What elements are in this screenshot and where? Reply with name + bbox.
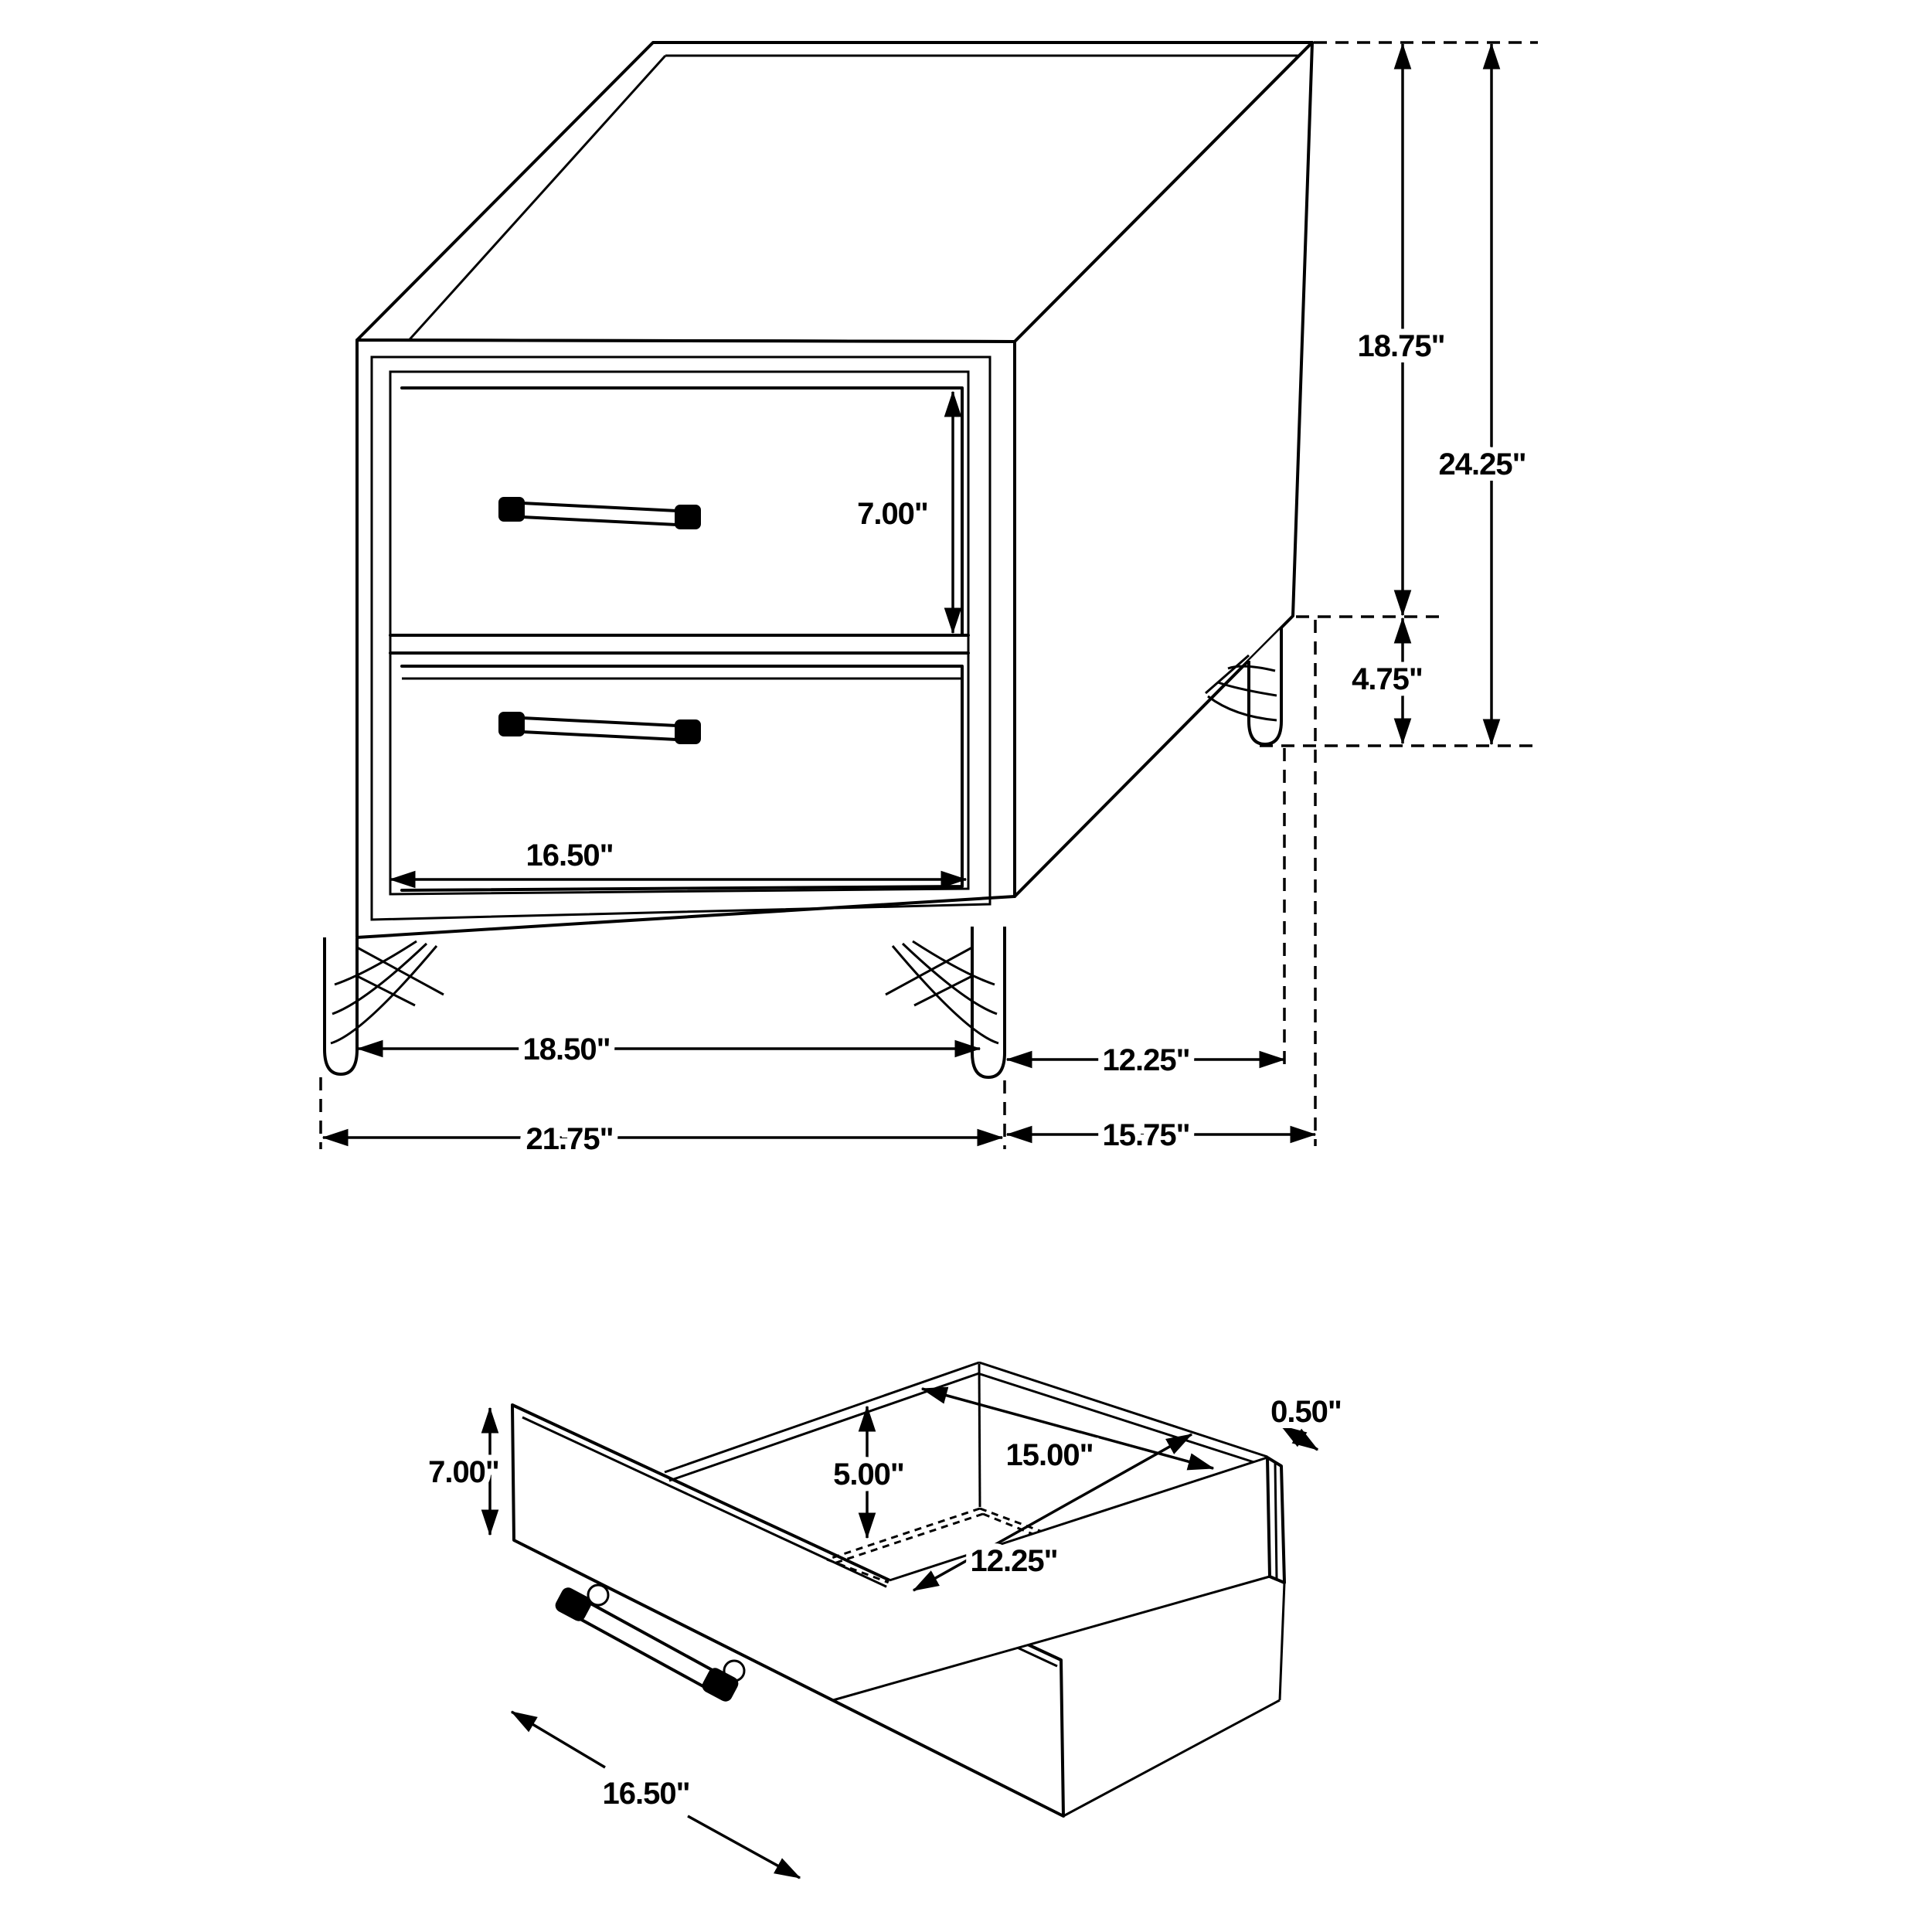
dimension-label-overall-height: 24.25" — [1438, 447, 1526, 481]
drawer-panel-handle[interactable] — [554, 1583, 746, 1703]
dimension-label-leg-height: 4.75" — [1352, 662, 1423, 696]
dimension-label-interior-depth: 5.00" — [833, 1458, 904, 1492]
dimension-label-interior-width: 12.25" — [970, 1544, 1057, 1578]
drawer-front-bottom[interactable] — [400, 665, 964, 892]
dimension-label-overall-width: 21.75" — [526, 1122, 613, 1156]
drawer-box-rails — [664, 1361, 1268, 1508]
nightstand-front-face — [355, 338, 1016, 939]
drawer-handle-top[interactable] — [498, 497, 701, 529]
nightstand-figure: 7.00" 16.50" 18.50" 21.75" 12.25" 15.75"… — [319, 41, 1538, 1162]
nightstand-legs — [323, 628, 1283, 1079]
dimension-label-drawer-width: 16.50" — [526, 838, 613, 872]
dimension-label-front-height: 7.00" — [428, 1455, 499, 1489]
drawer-figure: 7.00" 5.00" 15.00" 12.25" 0.50" 16.50" — [422, 1361, 1349, 1879]
front-right-leg — [971, 927, 1006, 1079]
dimension-label-leg-span: 18.50" — [522, 1032, 610, 1066]
dimension-label-overall-depth: 15.75" — [1102, 1118, 1189, 1152]
nightstand-dimensions — [321, 43, 1501, 1147]
drawer-divider — [389, 634, 970, 655]
dimension-label-carcass-height: 18.75" — [1357, 329, 1444, 363]
leg-braces — [330, 654, 1277, 1045]
extension-lines — [319, 41, 1538, 1149]
front-left-leg — [323, 937, 359, 1076]
dimension-label-interior-length: 15.00" — [1005, 1438, 1093, 1472]
drawer-dimensions — [481, 1386, 1319, 1879]
dimension-label-drawer-height: 7.00" — [857, 497, 928, 531]
dimension-label-front-width: 16.50" — [602, 1777, 689, 1811]
dimension-label-depth-inset: 12.25" — [1102, 1043, 1189, 1077]
dimension-label-side-thickness: 0.50" — [1270, 1395, 1342, 1429]
rear-right-leg — [1247, 628, 1283, 746]
drawer-front-top[interactable] — [400, 386, 964, 637]
drawer-handle-bottom[interactable] — [498, 712, 701, 744]
